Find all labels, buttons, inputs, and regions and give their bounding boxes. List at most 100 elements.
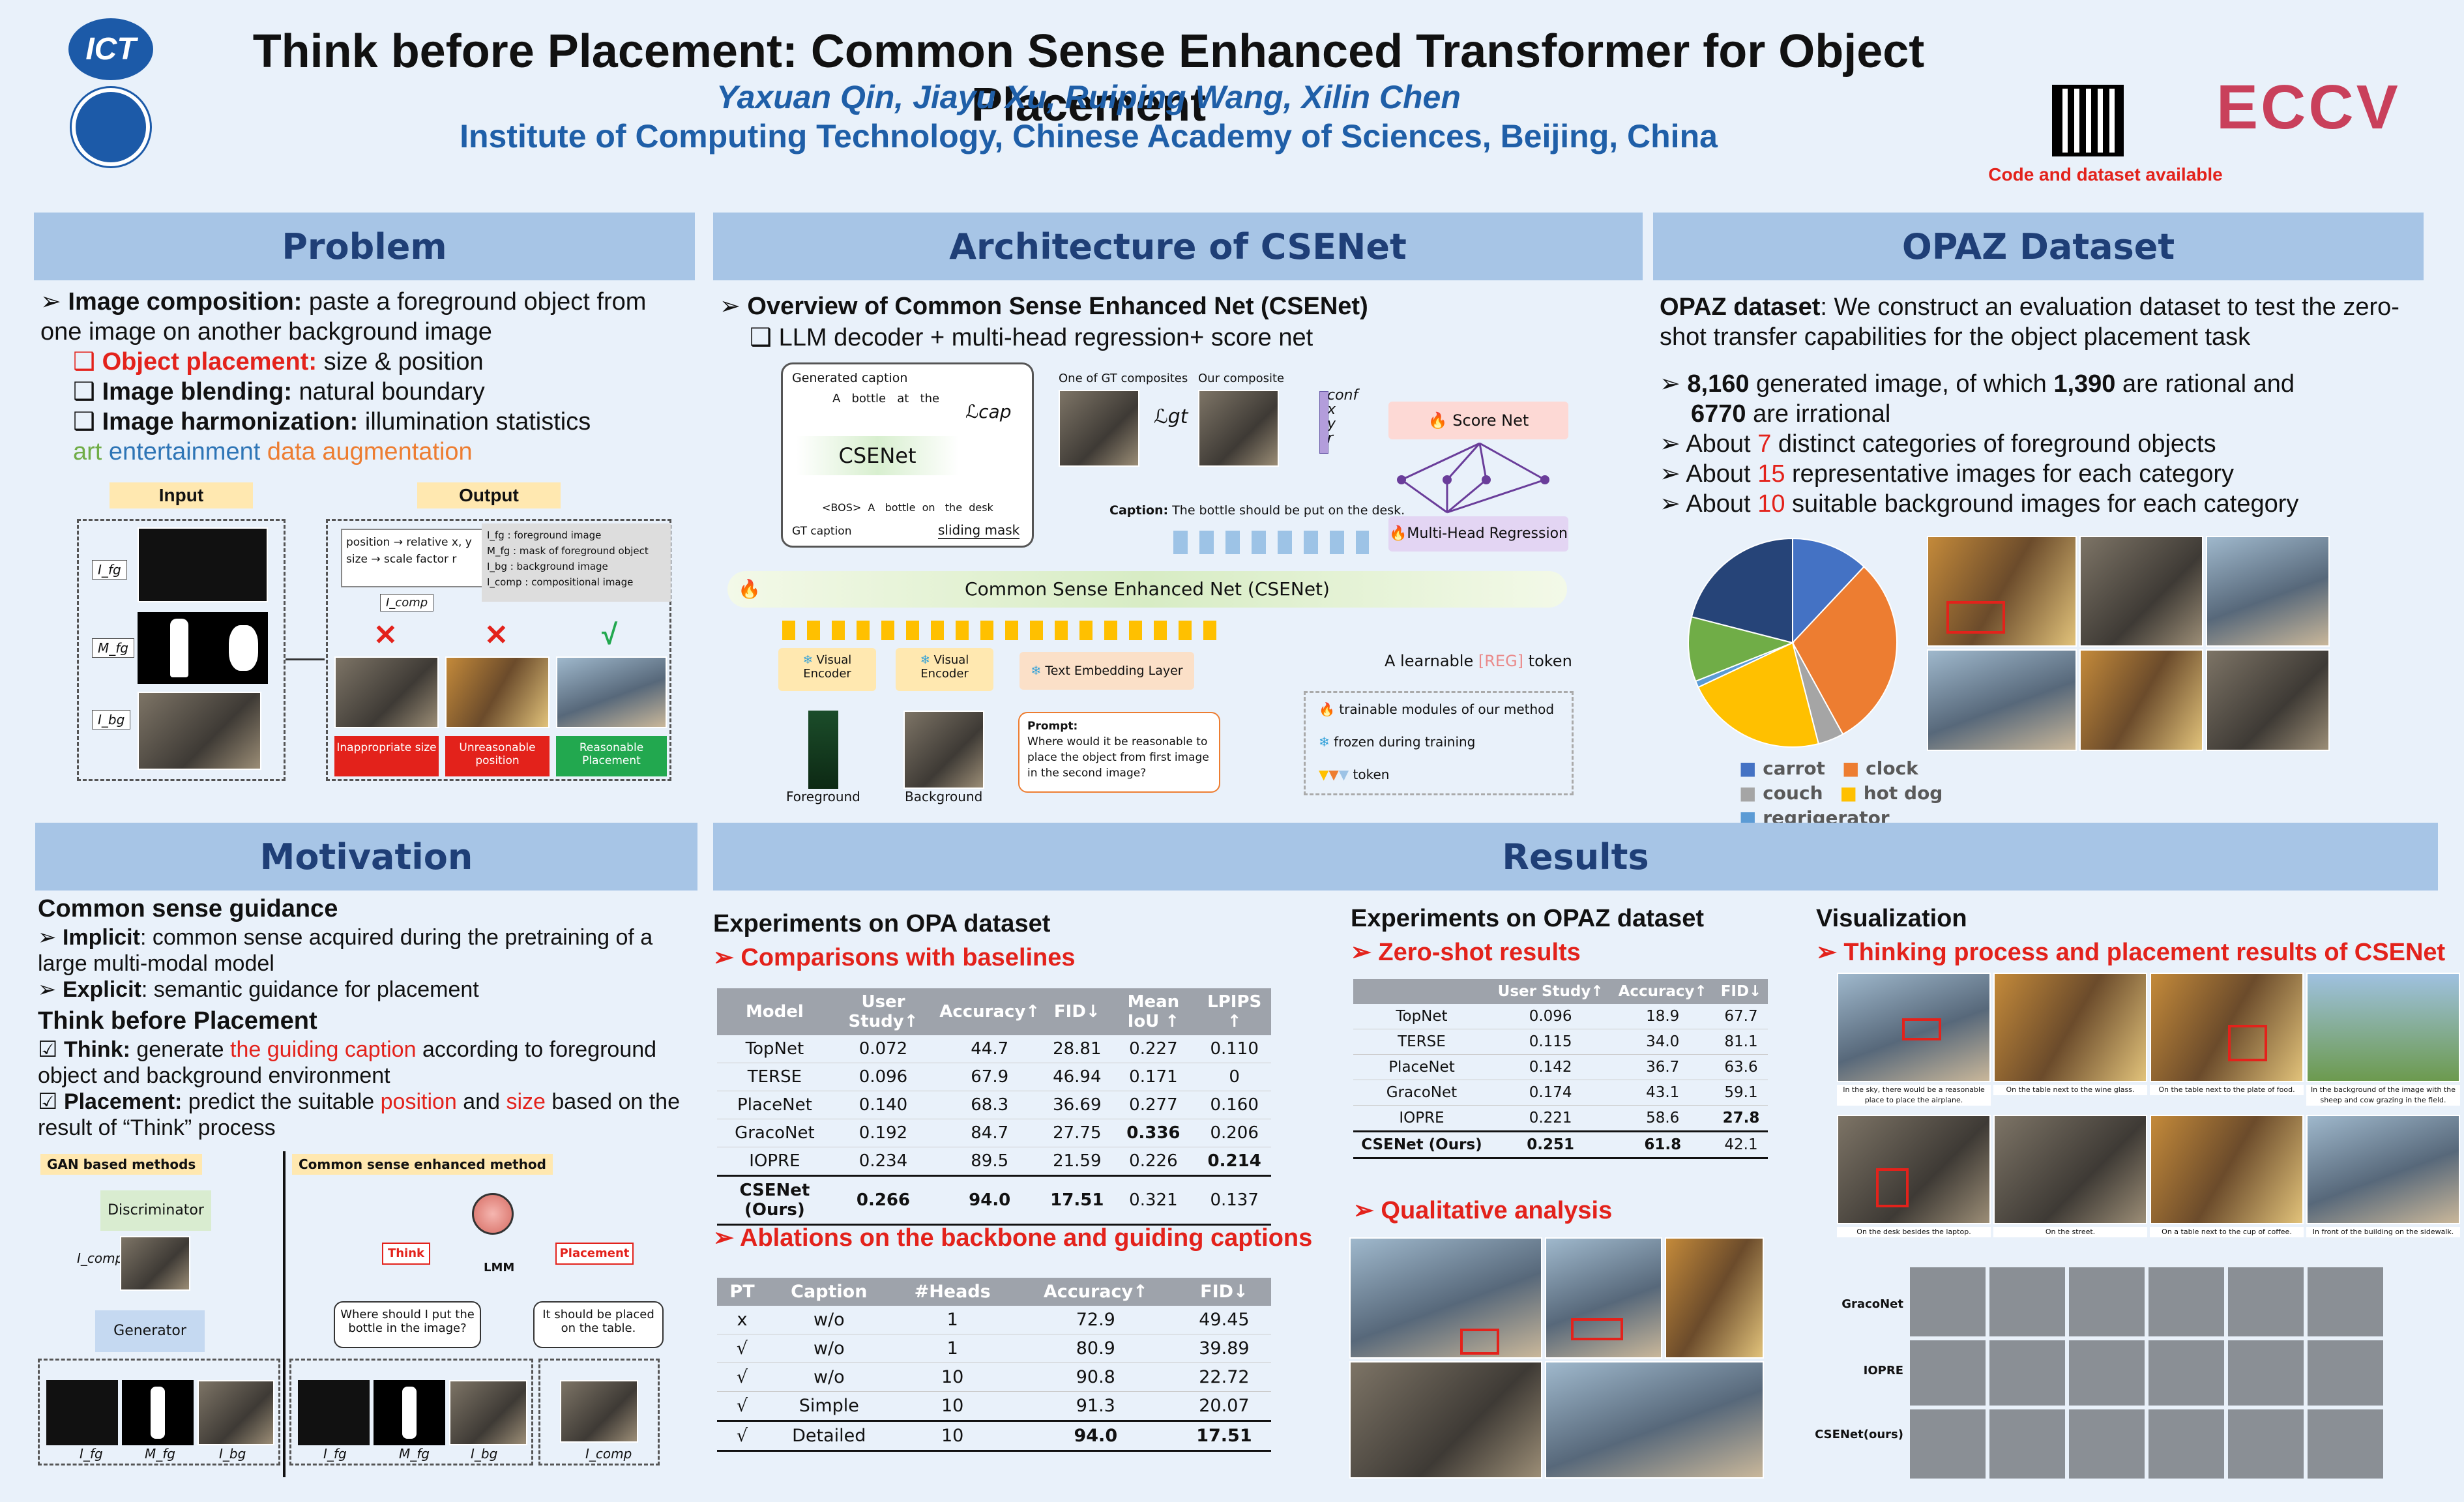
table-cell: GracoNet <box>735 1123 815 1143</box>
table-cell: w/o <box>813 1338 845 1359</box>
table-cell: 67.9 <box>971 1067 1009 1087</box>
abl-sub-text: Ablations on the backbone and guiding ca… <box>740 1224 1313 1252</box>
ob2-post: distinct categories of foreground object… <box>1771 430 2216 458</box>
icomp-mot: I_comp <box>77 1250 124 1266</box>
table-cell: 20.07 <box>1199 1396 1250 1416</box>
table-cell: GracoNet <box>1386 1084 1458 1101</box>
table-cell: 81.1 <box>1724 1033 1758 1050</box>
csg-title: Common sense guidance <box>38 895 338 922</box>
b1-rest: paste a foreground object from one image… <box>40 288 647 346</box>
legend-ifg: I_fg : foreground image <box>487 529 602 541</box>
gan-mask-img <box>122 1380 194 1445</box>
l-cap: ℒcap <box>965 401 1012 422</box>
conf-bar <box>1319 391 1328 454</box>
compare-grid <box>1910 1267 2386 1479</box>
pie-legend-item: ■ carrot <box>1739 756 1825 781</box>
output-box: position → relative x, y size → scale fa… <box>326 519 671 781</box>
table-cell: 0.137 <box>1210 1190 1259 1210</box>
cse-fg: I_fg <box>323 1446 347 1462</box>
ve1-label: Visual Encoder <box>803 653 852 681</box>
ict-logo: ICT <box>68 18 153 80</box>
table-cell: w/o <box>813 1367 845 1387</box>
mask-image <box>138 612 268 684</box>
affiliation: Institute of Computing Technology, Chine… <box>460 118 1718 155</box>
vis-rbox-3 <box>1876 1168 1909 1207</box>
table-cell: CSENet (Ours) <box>739 1181 810 1220</box>
table-cell: 10 <box>941 1396 964 1416</box>
table-cell: 0.277 <box>1129 1095 1178 1115</box>
table-header <box>1353 979 1490 1004</box>
reg-token-note: A learnable [REG] token <box>1385 652 1572 670</box>
vis-sub: ➢ Thinking process and placement results… <box>1816 939 2446 966</box>
generator: Generator <box>95 1310 205 1352</box>
table-cell: 0.096 <box>1529 1008 1572 1025</box>
qualitative-grid <box>1349 1237 1764 1479</box>
table-cell: 0.321 <box>1129 1190 1178 1210</box>
pos-box: position → relative x, y size → scale fa… <box>341 529 491 587</box>
legend-token: token <box>1353 767 1390 782</box>
table-cell: 0.226 <box>1129 1151 1178 1171</box>
cse-net-bar: 🔥Common Sense Enhanced Net (CSENet) <box>727 571 1567 608</box>
opaz-heading: OPAZ Dataset <box>1653 213 2424 280</box>
tokens-top: A bottle at the <box>832 392 940 405</box>
table-cell: 68.3 <box>971 1095 1009 1115</box>
table-cell: 89.5 <box>971 1151 1009 1171</box>
vis-cap-5: On the desk besides the laptop. <box>1837 1227 1991 1237</box>
gen-caption-label: Generated caption <box>792 371 908 385</box>
legend-label: carrot <box>1763 758 1825 779</box>
table-header: FID↓ <box>1714 979 1768 1004</box>
pie-slice-hot-dog <box>1697 641 1820 748</box>
table-cell: 34.0 <box>1646 1033 1680 1050</box>
fg-label: Foreground <box>786 789 860 804</box>
opaz-img-4 <box>1927 649 2077 751</box>
app-entertainment: entertainment <box>108 438 261 465</box>
opaz-img-3 <box>2206 536 2330 647</box>
score-net: 🔥 Score Net <box>1388 402 1568 439</box>
table-cell: 0.234 <box>858 1151 908 1171</box>
gan-input-box <box>38 1359 280 1465</box>
table-cell: 0.171 <box>1129 1067 1178 1087</box>
table-cell: TERSE <box>747 1067 802 1087</box>
arch-overview: ➢ Overview of Common Sense Enhanced Net … <box>720 293 1368 351</box>
lmm-icon <box>472 1193 514 1235</box>
imp-rest: : common sense acquired during the pretr… <box>38 925 653 976</box>
cse-net-label: Common Sense Enhanced Net (CSENet) <box>965 578 1330 600</box>
overview-text: Overview of Common Sense Enhanced Net (C… <box>747 293 1368 320</box>
table-header: FID↓ <box>1177 1278 1271 1306</box>
vis-cap-1: In the sky, there would be a reasonable … <box>1837 1085 1991 1106</box>
table-cell: 27.8 <box>1722 1110 1760 1126</box>
ob1-l2-rest: are irrational <box>1746 400 1891 428</box>
legend-swatch: ■ <box>1841 758 1866 779</box>
pie-slice-clock <box>1791 565 1898 735</box>
opaz-rbox <box>1946 601 2005 634</box>
vis-rbox-2 <box>2228 1025 2267 1061</box>
l-gt: ℒgt <box>1154 405 1188 428</box>
output-label: Output <box>417 482 561 508</box>
table-cell: 0.206 <box>1210 1123 1259 1143</box>
legend-swatch: ■ <box>1739 758 1763 779</box>
conf-vars: conf x y r <box>1327 389 1379 446</box>
table-cell: √ <box>736 1426 748 1446</box>
table-cell: TopNet <box>1396 1008 1448 1025</box>
table-cell: 10 <box>941 1426 964 1446</box>
discriminator: Discriminator <box>100 1190 211 1231</box>
table-cell: 90.8 <box>1076 1367 1115 1387</box>
ifg-label: I_fg <box>92 560 127 580</box>
results-heading: Results <box>713 823 2438 891</box>
qual-sub-text: Qualitative analysis <box>1381 1197 1613 1224</box>
qual-sub: ➢ Qualitative analysis <box>1353 1197 1613 1224</box>
table-cell: 0.266 <box>856 1190 911 1210</box>
mark-1: ✕ <box>374 619 398 651</box>
our-comp-image <box>1198 390 1279 467</box>
table-header-row: User Study↑Accuracy↑FID↓ <box>1353 979 1768 1004</box>
qual-img-5 <box>1545 1361 1764 1479</box>
arrow-io <box>286 658 325 660</box>
bg-arch-image <box>903 711 984 789</box>
legend-swatch: ■ <box>1840 782 1864 804</box>
s3-rest: illumination statistics <box>358 408 591 435</box>
table-cell: 44.7 <box>971 1039 1009 1059</box>
out-image-2 <box>445 656 550 728</box>
